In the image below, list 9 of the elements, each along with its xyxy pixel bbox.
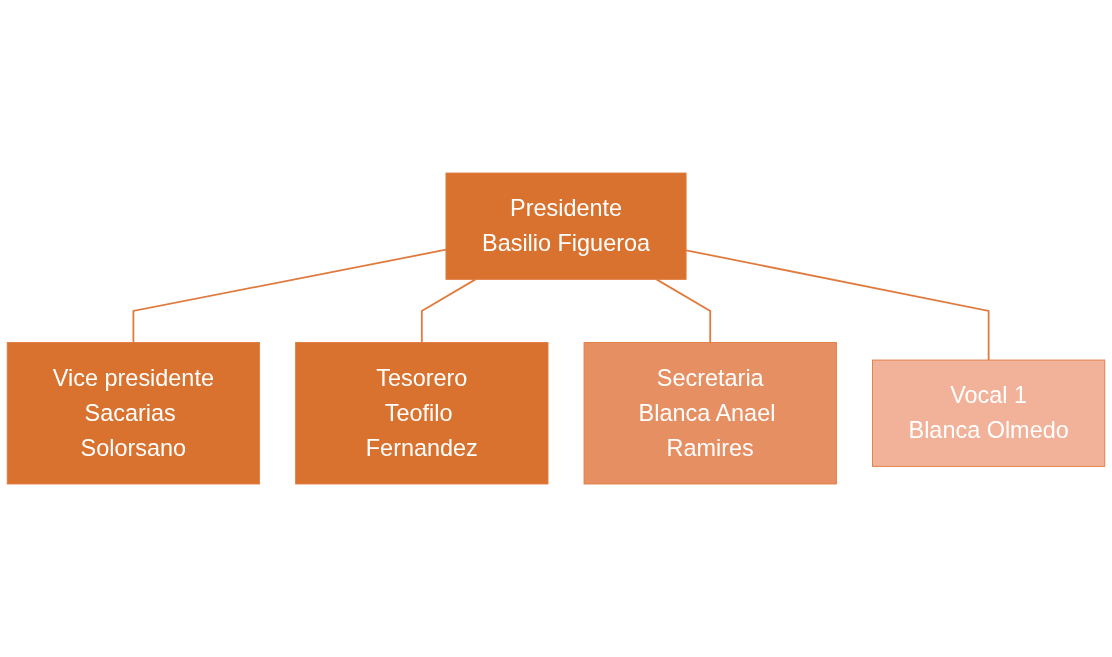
node-box: Tesorero Teofilo Fernandez — [295, 342, 549, 485]
connector — [685, 249, 990, 361]
node-box: Presidente Basilio Figueroa — [445, 172, 687, 280]
connector — [132, 248, 447, 344]
node-box: Vocal 1 Blanca Olmedo — [872, 359, 1106, 467]
node-box: Secretaria Blanca Anael Ramires — [583, 342, 837, 485]
node-box: Vice presidente Sacarias Solorsano — [6, 342, 261, 485]
connector — [655, 278, 712, 344]
connector — [420, 278, 477, 344]
